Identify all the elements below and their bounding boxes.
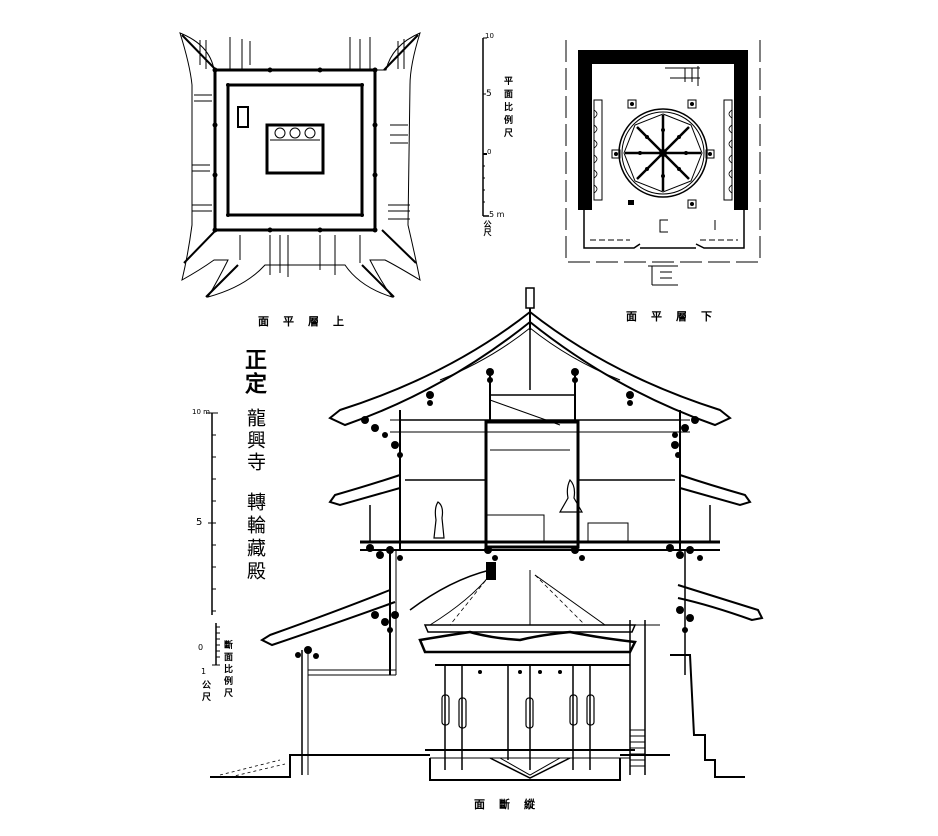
lower-plan-caption: 面平層下 (626, 310, 726, 323)
title-location: 正定 (241, 348, 267, 396)
section-scale-bar: 10 m 5 0 1 (192, 405, 252, 705)
plan-scale-tick-10: 10 (485, 32, 494, 40)
upper-plan-drawing (179, 32, 421, 298)
upper-plan-caption: 面平層上 (258, 315, 358, 328)
upper-floor-plan (170, 25, 430, 305)
plan-scale-tick-5m: 5 m (489, 210, 505, 219)
section-caption: 面斷縱 (474, 798, 549, 811)
section-scale-tick-10m: 10 m (192, 408, 210, 416)
lower-floor-plan (560, 30, 770, 290)
section-scale-label: 斷面比例尺 (222, 640, 232, 700)
section-scale-tick-1: 1 (201, 667, 207, 676)
plan-scale-label: 平面比例尺 (502, 76, 512, 141)
plan-scale-bar: 10 5 0 5 m (475, 32, 525, 256)
section-scale-tick-5: 5 (196, 517, 203, 528)
plan-scale-tick-0: 0 (487, 148, 492, 156)
plan-scale-unit: 公尺 (483, 220, 493, 236)
section-scale-tick-0: 0 (198, 643, 204, 652)
plan-scale-tick-5: 5 (486, 89, 492, 99)
longitudinal-section (190, 280, 770, 785)
title-temple: 龍興寺 (244, 408, 266, 474)
section-scale-unit: 公尺 (200, 680, 210, 704)
title-hall: 轉輪藏殿 (244, 492, 266, 584)
